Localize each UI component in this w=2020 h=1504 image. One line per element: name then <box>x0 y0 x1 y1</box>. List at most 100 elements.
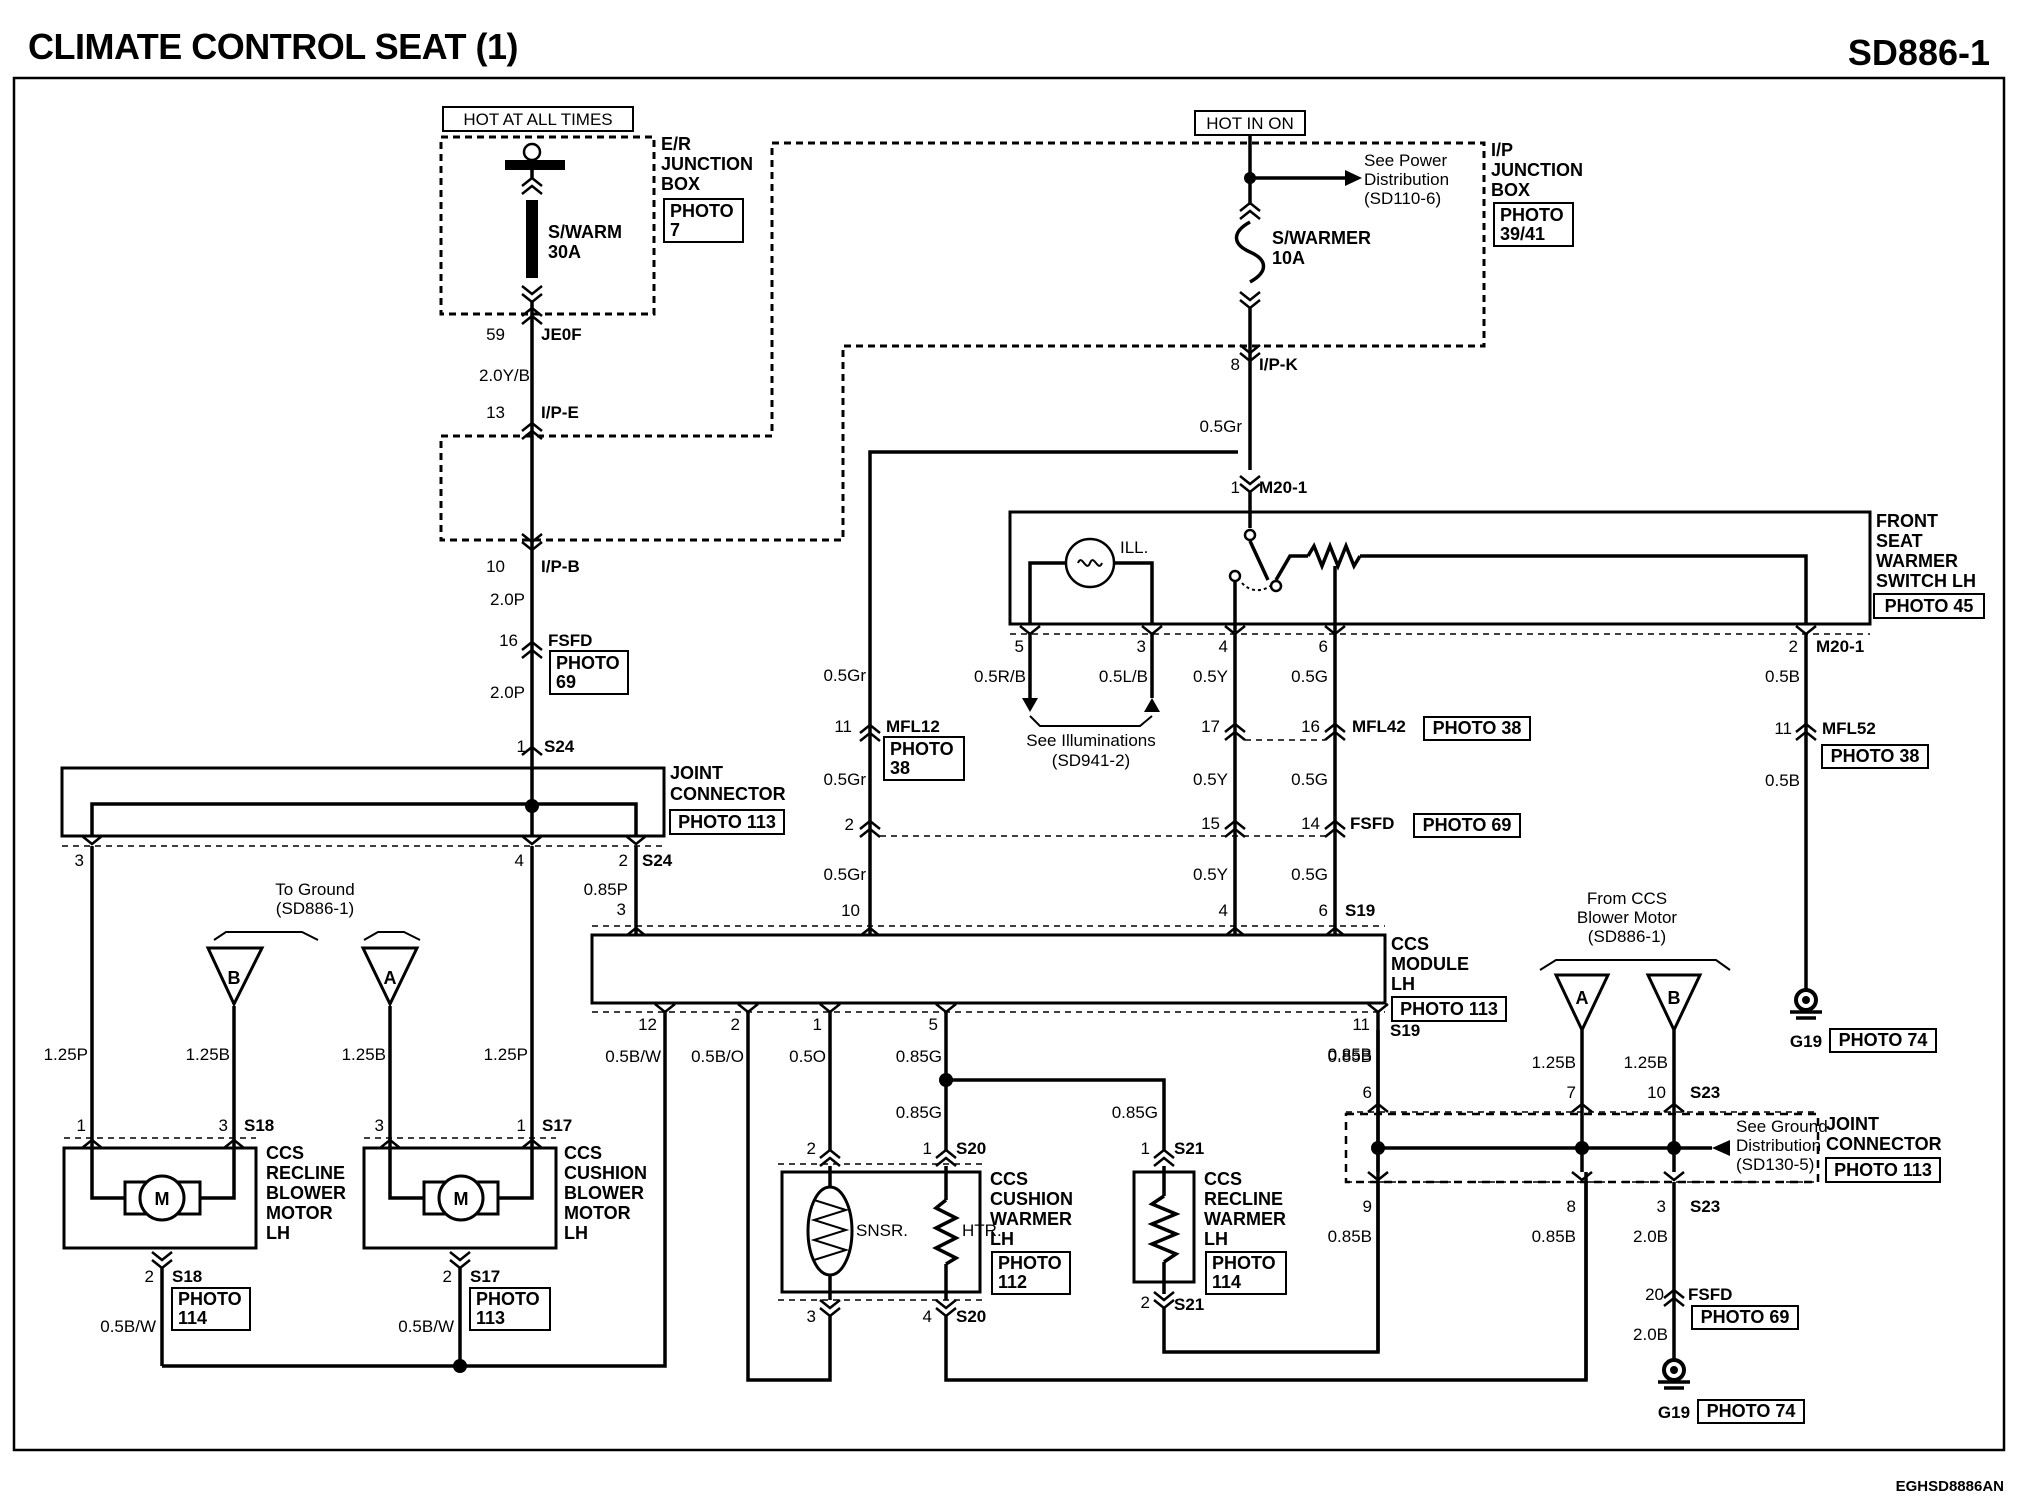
svg-text:S/WARMER: S/WARMER <box>1272 228 1371 248</box>
svg-text:(SD886-1): (SD886-1) <box>276 899 354 918</box>
svg-text:3: 3 <box>75 851 84 870</box>
svg-text:69: 69 <box>556 672 576 692</box>
svg-text:2: 2 <box>1141 1293 1150 1312</box>
svg-text:9: 9 <box>1363 1197 1372 1216</box>
ground-g19-top: G19 PHOTO 74 <box>1790 988 1937 1053</box>
svg-text:0.85B: 0.85B <box>1328 1227 1372 1246</box>
svg-text:1: 1 <box>923 1139 932 1158</box>
switch-internals: ILL. <box>1028 492 1808 632</box>
svg-text:59: 59 <box>486 325 505 344</box>
svg-text:(SD130-5): (SD130-5) <box>1736 1155 1814 1174</box>
svg-text:1: 1 <box>1231 478 1240 497</box>
svg-text:BOX: BOX <box>661 174 700 194</box>
svg-text:FRONT: FRONT <box>1876 511 1938 531</box>
svg-text:114: 114 <box>1212 1272 1241 1292</box>
svg-text:CCS: CCS <box>1391 934 1429 954</box>
svg-text:Distribution: Distribution <box>1736 1136 1821 1155</box>
wires-motor-ground: 2 S18 2 S17 PHOTO 114 PHOTO 113 0.5B/W 0… <box>100 1012 667 1373</box>
fuse-s-warm-30a: S/WARM 30A <box>505 142 622 304</box>
svg-text:(SD110-6): (SD110-6) <box>1364 189 1441 208</box>
wires-illumination: 5 3 0.5R/B 0.5L/B See Illuminations (SD9… <box>974 625 1163 770</box>
svg-text:0.5G: 0.5G <box>1291 865 1328 884</box>
svg-text:LH: LH <box>1391 974 1415 994</box>
hot-in-on-tag: HOT IN ON <box>1194 110 1306 136</box>
svg-text:PHOTO 45: PHOTO 45 <box>1885 596 1974 616</box>
svg-text:S23: S23 <box>1690 1197 1720 1216</box>
svg-text:7: 7 <box>1567 1083 1576 1102</box>
svg-text:RECLINE: RECLINE <box>266 1163 345 1183</box>
svg-text:PHOTO: PHOTO <box>670 201 734 221</box>
svg-text:See Illuminations: See Illuminations <box>1026 731 1155 750</box>
svg-text:8: 8 <box>1231 355 1240 374</box>
svg-text:(SD941-2): (SD941-2) <box>1052 751 1130 770</box>
svg-text:LH: LH <box>1204 1229 1228 1249</box>
svg-text:0.5G: 0.5G <box>1291 770 1328 789</box>
svg-text:10: 10 <box>1647 1083 1666 1102</box>
svg-text:G19: G19 <box>1790 1032 1822 1051</box>
svg-text:A: A <box>1576 988 1589 1008</box>
svg-text:38: 38 <box>890 758 910 778</box>
svg-text:2: 2 <box>845 815 854 834</box>
svg-text:WARMER: WARMER <box>990 1209 1072 1229</box>
svg-text:CCS: CCS <box>990 1169 1028 1189</box>
svg-text:2: 2 <box>731 1015 740 1034</box>
svg-text:16: 16 <box>1301 717 1320 736</box>
svg-text:M20-1: M20-1 <box>1259 478 1307 497</box>
svg-text:0.5B/W: 0.5B/W <box>100 1317 156 1336</box>
feed-wire-right: See Power Distribution (SD110-6) S/WARME… <box>1199 136 1449 497</box>
svg-text:(SD886-1): (SD886-1) <box>1588 927 1666 946</box>
svg-text:S18: S18 <box>172 1267 202 1286</box>
svg-text:PHOTO 74: PHOTO 74 <box>1707 1401 1796 1421</box>
svg-text:S18: S18 <box>244 1116 274 1135</box>
svg-text:CONNECTOR: CONNECTOR <box>670 784 786 804</box>
svg-text:0.85P: 0.85P <box>584 880 628 899</box>
svg-text:WARMER: WARMER <box>1876 551 1958 571</box>
svg-text:0.5Gr: 0.5Gr <box>823 770 866 789</box>
svg-text:JE0F: JE0F <box>541 325 582 344</box>
svg-text:S20: S20 <box>956 1307 986 1326</box>
svg-text:PHOTO 69: PHOTO 69 <box>1701 1307 1790 1327</box>
svg-text:1: 1 <box>517 1116 526 1135</box>
svg-text:MFL12: MFL12 <box>886 717 940 736</box>
svg-text:0.5B/O: 0.5B/O <box>691 1047 744 1066</box>
svg-text:B: B <box>228 968 241 988</box>
joint-connector-s23: 0.85B 1.25B 1.25B 6 7 10 S23 See Ground … <box>1328 1030 1942 1380</box>
svg-text:0.5L/B: 0.5L/B <box>1099 667 1148 686</box>
svg-text:JOINT: JOINT <box>670 763 723 783</box>
cushion-warmer: SNSR. HTR. CCS CUSHION WARMER LH PHOTO 1… <box>780 1166 1073 1300</box>
svg-text:FSFD: FSFD <box>548 631 592 650</box>
svg-text:PHOTO: PHOTO <box>890 739 954 759</box>
hot-at-all-times-tag: HOT AT ALL TIMES <box>442 106 634 132</box>
svg-text:10: 10 <box>841 901 860 920</box>
svg-text:See Power: See Power <box>1364 151 1447 170</box>
wire-05b-ground: 2 M20-1 0.5B 11 MFL52 PHOTO 38 0.5B <box>1765 625 1929 996</box>
svg-text:10: 10 <box>486 557 505 576</box>
svg-text:1.25P: 1.25P <box>484 1045 528 1064</box>
svg-text:0.5Gr: 0.5Gr <box>823 865 866 884</box>
svg-text:0.85G: 0.85G <box>896 1047 942 1066</box>
svg-text:B: B <box>1668 988 1681 1008</box>
svg-text:S21: S21 <box>1174 1295 1204 1314</box>
svg-text:See Ground: See Ground <box>1736 1117 1828 1136</box>
cushion-blower-motor: M CCS CUSHION BLOWER MOTOR LH <box>362 1138 647 1250</box>
diagram-code: SD886-1 <box>1847 32 1990 73</box>
svg-text:SWITCH LH: SWITCH LH <box>1876 571 1976 591</box>
svg-text:17: 17 <box>1201 717 1220 736</box>
recline-warmer: 2 S21 CCS RECLINE WARMER LH PHOTO 114 <box>1132 1012 1380 1354</box>
svg-text:11: 11 <box>1774 719 1792 738</box>
svg-text:I/P-K: I/P-K <box>1259 355 1298 374</box>
svg-text:1.25B: 1.25B <box>1532 1053 1576 1072</box>
svg-text:5: 5 <box>1015 637 1024 656</box>
svg-text:S24: S24 <box>642 851 673 870</box>
svg-text:0.5Y: 0.5Y <box>1193 865 1228 884</box>
svg-text:PHOTO: PHOTO <box>476 1289 540 1309</box>
svg-text:3: 3 <box>375 1116 384 1135</box>
svg-text:6: 6 <box>1319 637 1328 656</box>
svg-text:3: 3 <box>807 1307 816 1326</box>
svg-text:PHOTO 113: PHOTO 113 <box>1834 1160 1932 1180</box>
svg-text:2.0B: 2.0B <box>1633 1227 1668 1246</box>
svg-text:1: 1 <box>1141 1139 1150 1158</box>
svg-text:1.25P: 1.25P <box>44 1045 88 1064</box>
svg-text:30A: 30A <box>548 242 581 262</box>
svg-text:13: 13 <box>486 403 505 422</box>
